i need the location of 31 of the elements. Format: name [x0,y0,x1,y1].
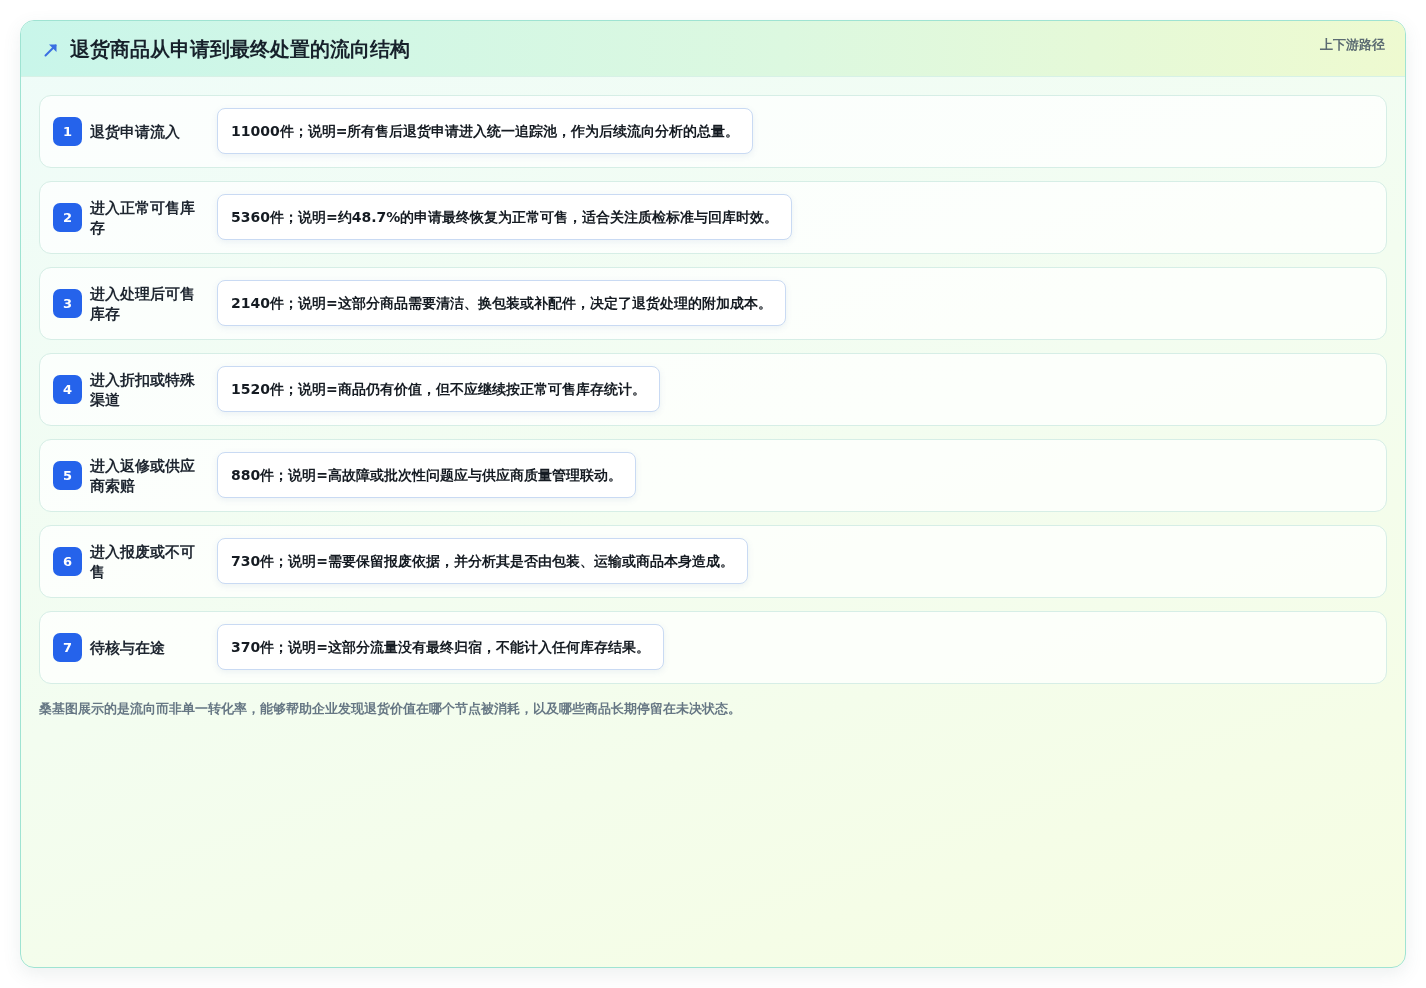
number-badge: 6 [53,547,82,576]
number-badge: 2 [53,203,82,232]
row-card [39,353,1387,426]
step-name: 进入折扣或特殊渠道 [90,369,196,410]
step-name: 进入返修或供应商索赔 [90,455,196,496]
detail-box: 730件；说明=需要保留报废依据，并分析其是否由包装、运输或商品本身造成。 [217,538,748,584]
detail-box: 11000件；说明=所有售后退货申请进入统一追踪池，作为后续流向分析的总量。 [217,108,754,154]
header-tag: 上下游路径 [1320,36,1385,54]
caption: 桑基图展示的是流向而非单一转化率，能够帮助企业发现退货价值在哪个节点被消耗，以及哪些商品长期停留在未决状态。 [39,700,741,718]
detail-box: 370件；说明=这部分流量没有最终归宿，不能计入任何库存结果。 [217,624,664,670]
number-badge: 7 [53,633,82,662]
row-card [39,439,1387,512]
number-badge: 1 [53,117,82,146]
row-card [39,95,1387,168]
number-badge: 4 [53,375,82,404]
detail-box: 2140件；说明=这部分商品需要清洁、换包装或补配件，决定了退货处理的附加成本。 [217,280,786,326]
row-card [39,181,1387,254]
detail-box: 880件；说明=高故障或批次性问题应与供应商质量管理联动。 [217,452,636,498]
number-badge: 3 [53,289,82,318]
step-name: 退货申请流入 [90,121,181,142]
title: 退货商品从申请到最终处置的流向结构 [70,36,410,62]
step-name: 进入正常可售库存 [90,197,196,238]
detail-box: 5360件；说明=约48.7%的申请最终恢复为正常可售，适合关注质检标准与回库时效。 [217,194,793,240]
number-badge: 5 [53,461,82,490]
row-card [39,525,1387,598]
step-name: 进入报废或不可售 [90,541,196,582]
step-name: 进入处理后可售库存 [90,283,196,324]
detail-box: 1520件；说明=商品仍有价值，但不应继续按正常可售库存统计。 [217,366,660,412]
step-name: 待核与在途 [90,637,166,658]
row-card [39,611,1387,684]
row-card [39,267,1387,340]
